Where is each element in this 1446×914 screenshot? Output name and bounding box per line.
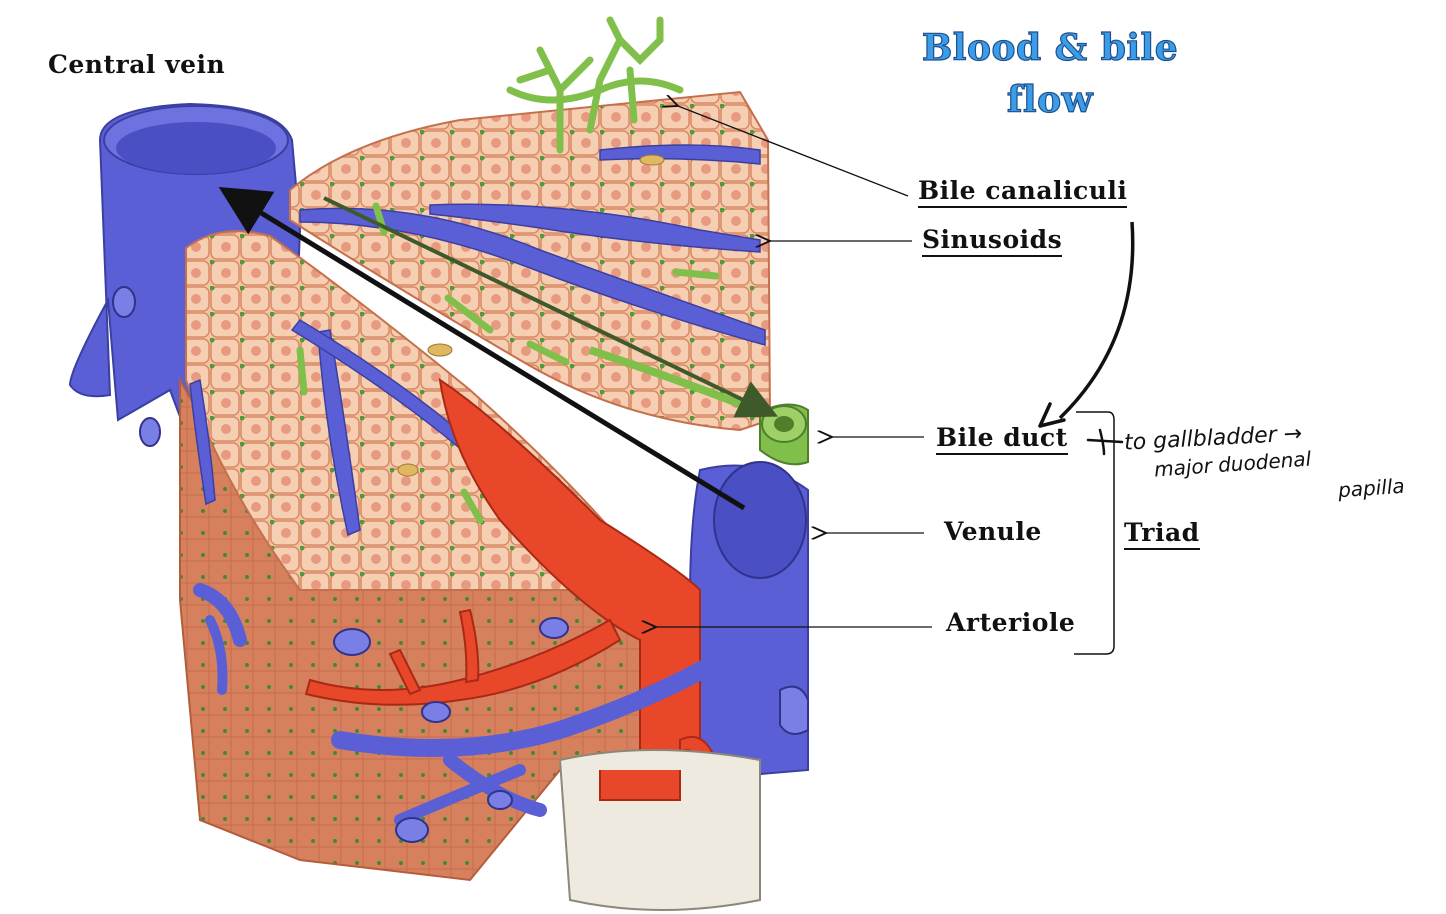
leader-lines — [656, 106, 932, 627]
kupffer-cells — [397, 154, 665, 477]
blood-flow-arrow — [218, 186, 746, 511]
sinusoid-channels — [189, 144, 766, 537]
annotation-line-3: papilla — [1337, 473, 1406, 503]
title-line-1: Blood & bile — [921, 26, 1179, 69]
label-bile-canaliculi: Bile canaliculi — [918, 176, 1128, 208]
title-line-2: flow — [1006, 78, 1094, 121]
label-sinusoids: Sinusoids — [922, 225, 1063, 257]
bile-canaliculi-segments — [296, 202, 720, 524]
bile-flow-arrow — [323, 196, 779, 418]
label-arteriole: Arteriole — [946, 608, 1076, 637]
arteriole-trunk — [599, 770, 681, 801]
label-triad: Triad — [1124, 518, 1200, 550]
triad-bracket — [1074, 411, 1115, 655]
label-venule: Venule — [944, 517, 1042, 546]
diagram-title: Blood & bile flow — [900, 22, 1200, 126]
label-bile-duct: Bile duct — [936, 423, 1068, 455]
bile-canaliculi-shape — [506, 16, 684, 154]
canaliculi-to-duct-arrow — [1058, 221, 1135, 420]
vessel-openings — [333, 617, 569, 843]
venule-shape — [689, 461, 809, 782]
label-central-vein: Central vein — [48, 50, 226, 79]
canaliculi-to-duct-arrowhead — [1038, 402, 1066, 428]
annotation-arrow — [1086, 428, 1124, 456]
